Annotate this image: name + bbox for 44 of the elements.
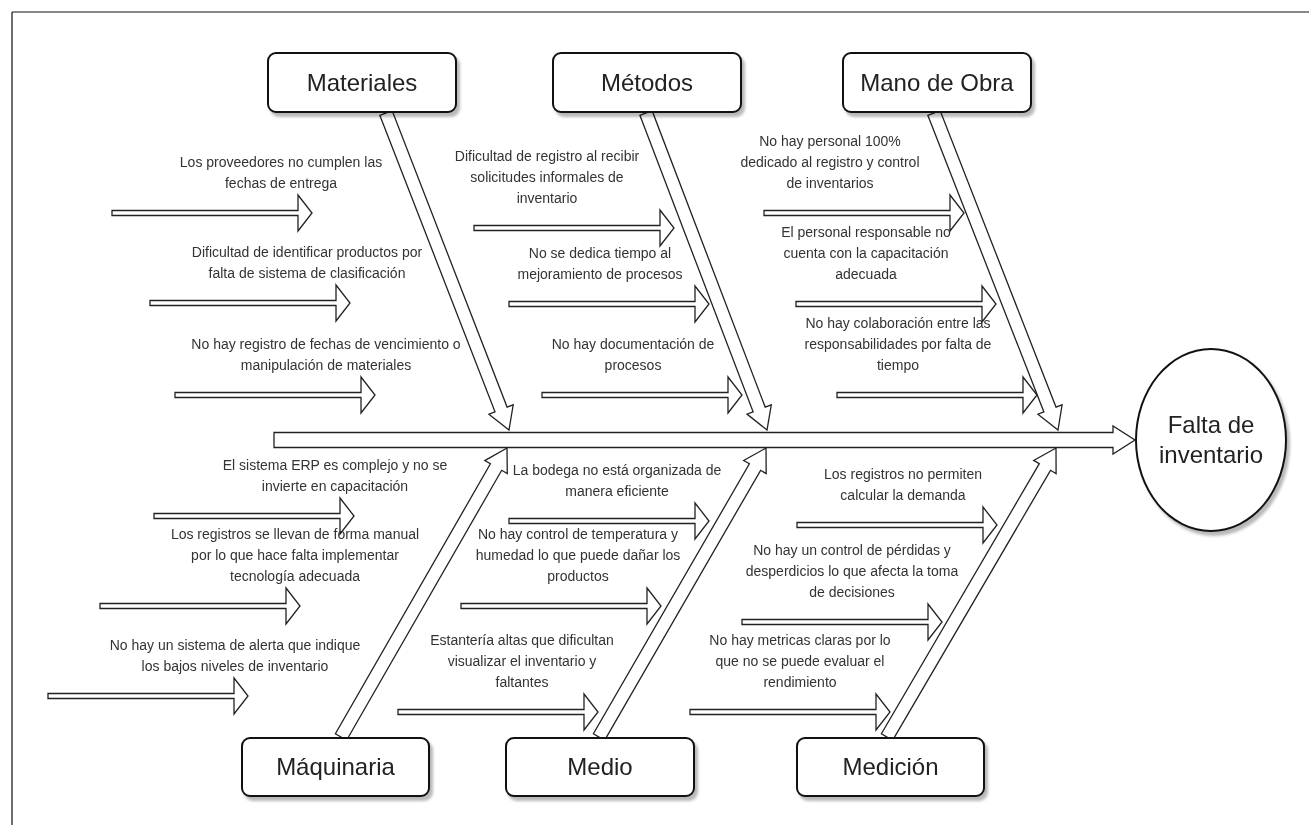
cause-arrow bbox=[153, 496, 355, 536]
cause-text: El sistema ERP es complejo y no se invierte en capacitación bbox=[221, 456, 449, 496]
cause-arrow bbox=[508, 501, 710, 541]
category-box: Medición bbox=[796, 737, 985, 797]
cause-arrow bbox=[174, 375, 376, 415]
cause-arrow bbox=[149, 283, 351, 323]
cause-arrow bbox=[836, 375, 1038, 415]
cause-arrow bbox=[460, 586, 662, 626]
cause-text: Estantería altas que dificultan visualizar el inventario y faltantes bbox=[429, 631, 615, 692]
cause-text: Los proveedores no cumplen las fechas de entrega bbox=[178, 153, 384, 193]
cause-arrow bbox=[763, 193, 965, 233]
category-box: Medio bbox=[505, 737, 695, 797]
cause-text: La bodega no está organizada de manera eficiente bbox=[511, 461, 723, 501]
cause-text: Dificultad de identificar productos por falta de sistema de clasificación bbox=[190, 243, 424, 283]
cause-text: No hay metricas claras por lo que no se puede evaluar el rendimiento bbox=[708, 631, 892, 692]
category-box: Máquinaria bbox=[241, 737, 430, 797]
spine-arrow bbox=[273, 424, 1137, 456]
cause-arrow bbox=[689, 692, 891, 732]
cause-text: El personal responsable no cuenta con la capacitación adecuada bbox=[780, 223, 952, 284]
cause-arrow bbox=[741, 602, 943, 642]
category-box: Métodos bbox=[552, 52, 742, 113]
cause-text: No hay registro de fechas de vencimiento o manipulación de materiales bbox=[190, 335, 462, 375]
cause-text: No hay documentación de procesos bbox=[550, 335, 716, 375]
cause-text: Los registros se llevan de forma manual por lo que hace falta implementar tecnología adecuada bbox=[170, 525, 420, 586]
cause-arrow bbox=[397, 692, 599, 732]
effect-ellipse: Falta de inventario bbox=[1135, 348, 1287, 532]
cause-text: No hay un control de pérdidas y desperdicios lo que afecta la toma de decisiones bbox=[744, 541, 960, 602]
cause-arrow bbox=[111, 193, 313, 233]
cause-arrow bbox=[541, 375, 743, 415]
cause-text: No hay un sistema de alerta que indique los bajos niveles de inventario bbox=[108, 636, 362, 676]
cause-arrow bbox=[796, 505, 998, 545]
cause-text: No hay colaboración entre las responsabilidades por falta de tiempo bbox=[803, 314, 993, 375]
cause-arrow bbox=[508, 284, 710, 324]
cause-arrow bbox=[473, 208, 675, 248]
cause-text: No se dedica tiempo al mejoramiento de procesos bbox=[516, 244, 684, 284]
cause-text: No hay control de temperatura y humedad lo que puede dañar los productos bbox=[474, 525, 682, 586]
cause-arrow bbox=[99, 586, 301, 626]
cause-arrow bbox=[47, 676, 249, 716]
cause-text: No hay personal 100% dedicado al registro y control de inventarios bbox=[739, 132, 921, 193]
cause-text: Los registros no permiten calcular la demanda bbox=[823, 465, 983, 505]
category-box: Mano de Obra bbox=[842, 52, 1032, 113]
cause-arrow bbox=[795, 284, 997, 324]
category-box: Materiales bbox=[267, 52, 457, 113]
cause-text: Dificultad de registro al recibir solicitudes informales de inventario bbox=[453, 147, 641, 208]
